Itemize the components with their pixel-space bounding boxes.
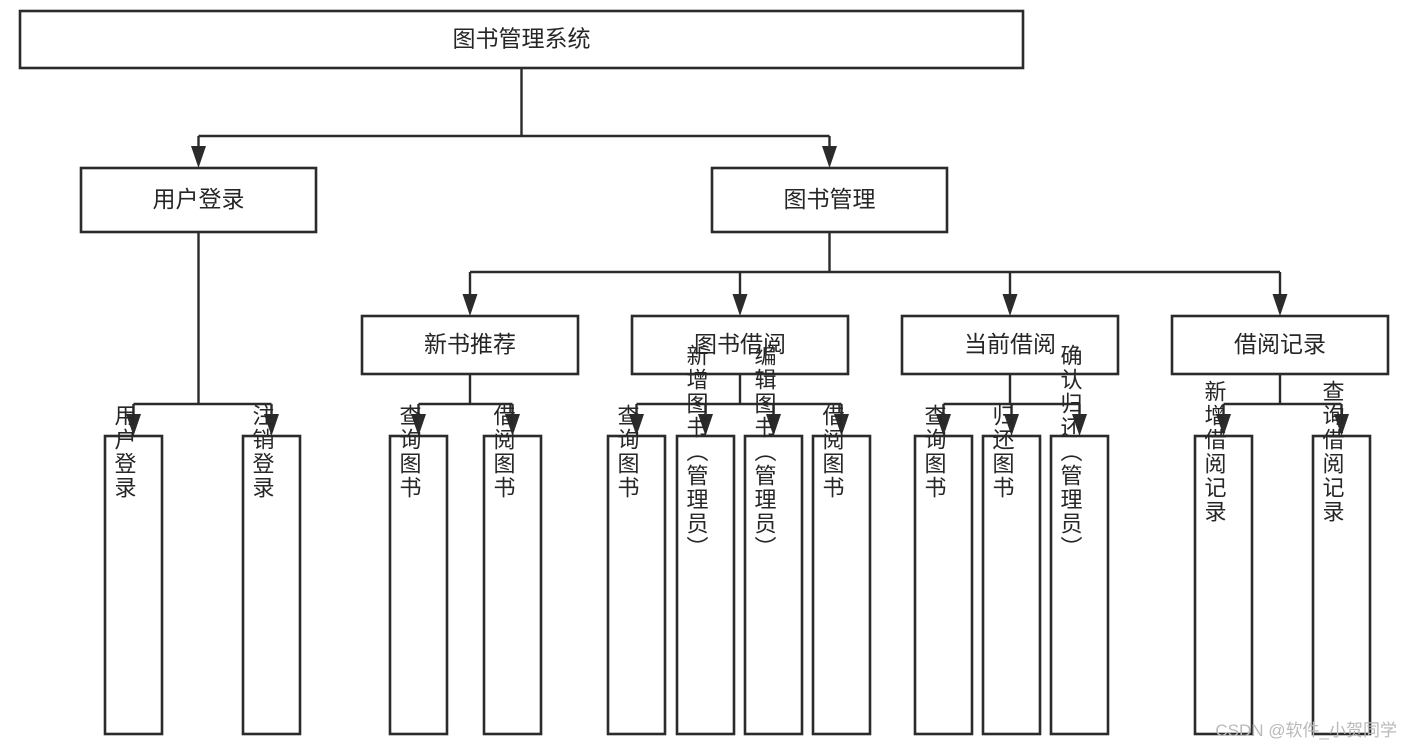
node-n-login[interactable]: 用户登录	[79, 166, 318, 234]
node-label: 用户登录	[112, 404, 137, 500]
arrow-head-icon	[1072, 414, 1087, 436]
node-n-bookmgr[interactable]: 图书管理	[710, 166, 949, 234]
node-box[interactable]	[241, 434, 302, 736]
arrow-head-icon	[505, 414, 520, 436]
arrow-head-icon	[766, 414, 781, 436]
arrow-head-icon	[629, 414, 644, 436]
node-label: 图书管理	[784, 186, 876, 212]
node-label: 借阅记录	[1234, 331, 1326, 357]
node-label: 确认归还（管理员）	[1058, 344, 1083, 560]
node-label: 借阅图书	[820, 404, 845, 500]
connector-group	[126, 232, 279, 436]
node-label: 查询图书	[922, 404, 947, 500]
node-l-1[interactable]: 用户登录	[103, 404, 164, 736]
arrow-head-icon	[732, 294, 748, 316]
node-l-4[interactable]: 借阅图书	[482, 404, 543, 736]
node-box[interactable]	[710, 166, 949, 234]
node-label: 新增图书（管理员）	[684, 344, 709, 560]
arrow-head-icon	[1002, 294, 1018, 316]
node-l-8[interactable]: 借阅图书	[811, 404, 872, 736]
node-box[interactable]	[811, 434, 872, 736]
connector-group	[629, 374, 849, 436]
node-label: 当前借阅	[964, 331, 1056, 357]
node-label: 归还图书	[990, 404, 1015, 500]
node-box[interactable]	[103, 434, 164, 736]
connector-group	[462, 232, 1288, 316]
arrow-head-icon	[822, 146, 837, 168]
node-l-10[interactable]: 归还图书	[981, 404, 1042, 736]
connector-group	[191, 68, 837, 168]
arrow-head-icon	[698, 414, 713, 436]
arrow-head-icon	[1004, 414, 1019, 436]
node-box[interactable]	[743, 434, 804, 736]
node-l-12[interactable]: 新增借阅记录	[1193, 380, 1254, 736]
node-box[interactable]	[1170, 314, 1390, 376]
connector-group	[936, 374, 1087, 436]
arrow-head-icon	[411, 414, 426, 436]
node-label: 新书推荐	[424, 331, 516, 357]
node-n-history[interactable]: 借阅记录	[1170, 314, 1390, 376]
node-label: 注销登录	[250, 404, 275, 500]
node-l-3[interactable]: 查询图书	[388, 404, 449, 736]
arrow-head-icon	[264, 414, 279, 436]
node-label: 用户登录	[153, 186, 245, 212]
arrow-head-icon	[126, 414, 141, 436]
connector-group	[411, 374, 520, 436]
node-box[interactable]	[675, 434, 736, 736]
node-n-borrow[interactable]: 图书借阅	[630, 314, 850, 376]
node-box[interactable]	[1193, 434, 1254, 736]
node-l-5[interactable]: 查询图书	[606, 404, 667, 736]
node-box[interactable]	[482, 434, 543, 736]
arrow-head-icon	[936, 414, 951, 436]
node-box[interactable]	[913, 434, 974, 736]
node-l-9[interactable]: 查询图书	[913, 404, 974, 736]
arrow-head-icon	[1272, 294, 1288, 316]
node-label: 借阅图书	[491, 404, 516, 500]
node-n-current[interactable]: 当前借阅	[900, 314, 1120, 376]
node-l-2[interactable]: 注销登录	[241, 404, 302, 736]
node-box[interactable]	[360, 314, 580, 376]
node-l-7[interactable]: 编辑图书（管理员）	[743, 344, 804, 736]
node-box[interactable]	[1049, 434, 1110, 736]
node-label: 新增借阅记录	[1202, 380, 1227, 524]
node-box[interactable]	[79, 166, 318, 234]
connector-layer	[126, 68, 1349, 436]
arrow-head-icon	[1216, 414, 1231, 436]
node-box[interactable]	[900, 314, 1120, 376]
node-box[interactable]	[630, 314, 850, 376]
arrow-head-icon	[462, 294, 478, 316]
node-box[interactable]	[606, 434, 667, 736]
arrow-head-icon	[1334, 414, 1349, 436]
node-label: 图书借阅	[694, 331, 786, 357]
node-label: 查询借阅记录	[1320, 380, 1345, 524]
node-label: 编辑图书（管理员）	[752, 344, 777, 560]
node-l-13[interactable]: 查询借阅记录	[1311, 380, 1372, 736]
node-l-6[interactable]: 新增图书（管理员）	[675, 344, 736, 736]
node-box[interactable]	[981, 434, 1042, 736]
arrow-head-icon	[191, 146, 206, 168]
node-n-newrec[interactable]: 新书推荐	[360, 314, 580, 376]
node-label: 图书管理系统	[453, 26, 591, 52]
node-label: 查询图书	[615, 404, 640, 500]
node-l-11[interactable]: 确认归还（管理员）	[1049, 344, 1110, 736]
node-label: 查询图书	[397, 404, 422, 500]
node-root[interactable]: 图书管理系统	[18, 9, 1025, 70]
connector-group	[1216, 374, 1349, 436]
node-box[interactable]	[18, 9, 1025, 70]
node-box[interactable]	[388, 434, 449, 736]
arrow-head-icon	[834, 414, 849, 436]
node-box[interactable]	[1311, 434, 1372, 736]
